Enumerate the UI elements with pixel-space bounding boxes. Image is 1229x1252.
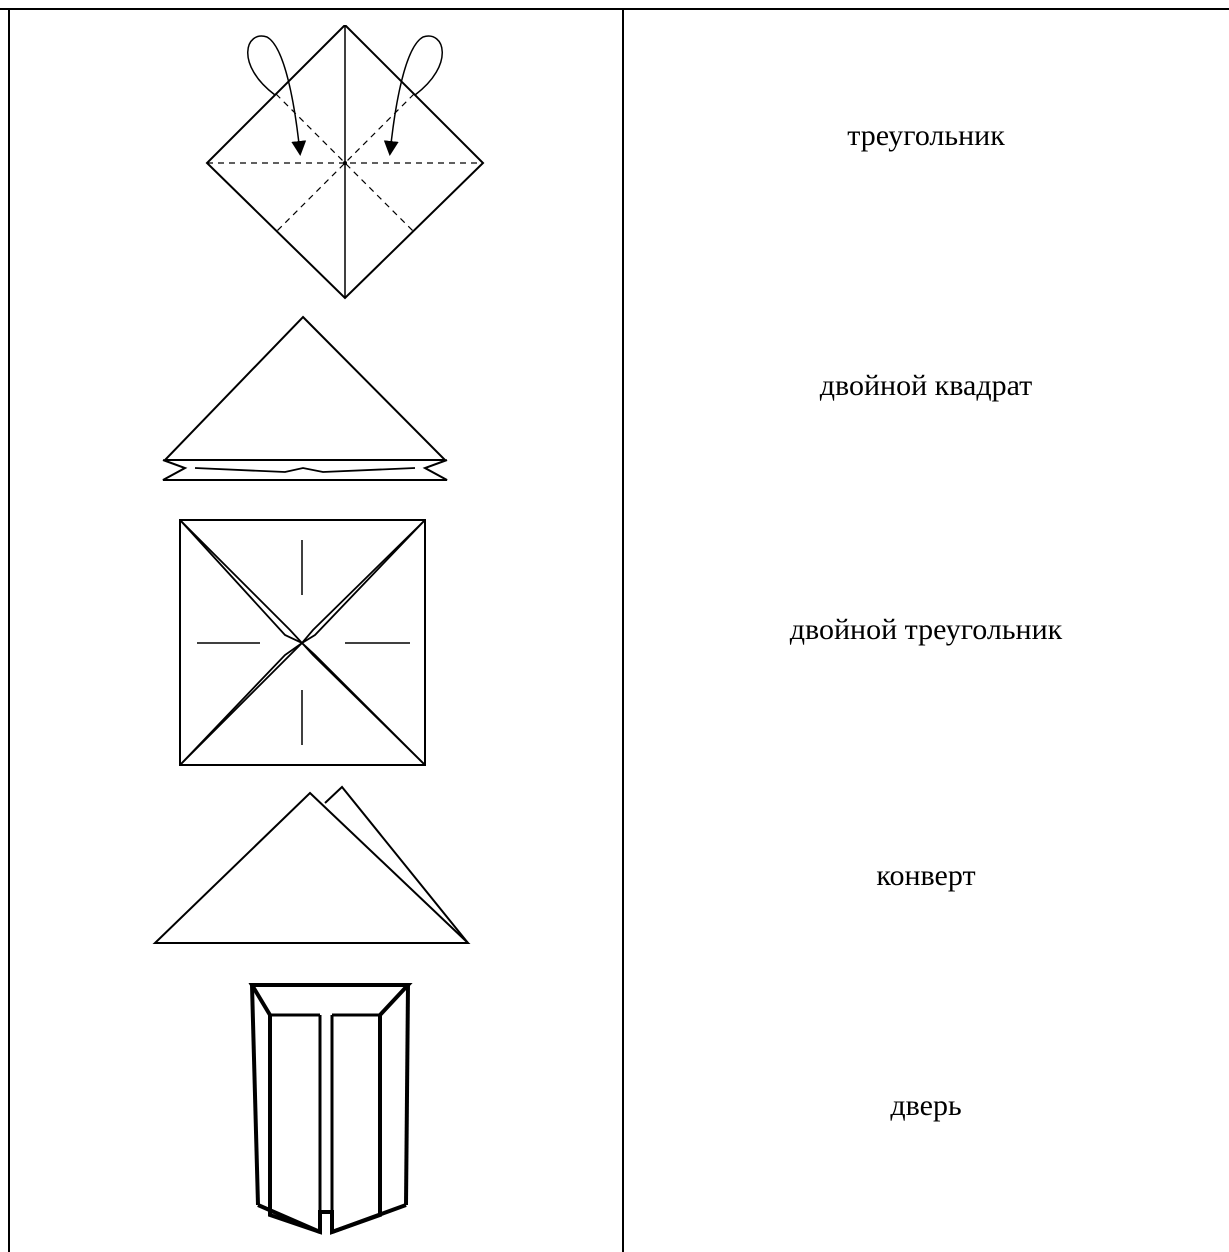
table-column-divider <box>622 8 624 1252</box>
label-triangle: треугольник <box>626 118 1226 154</box>
door-fold-diagram <box>240 970 420 1240</box>
label-envelope: конверт <box>626 858 1226 894</box>
table-top-border <box>0 8 1229 10</box>
square-x-fold-diagram <box>175 515 435 770</box>
label-double-square: двойной квадрат <box>626 368 1226 404</box>
label-double-triangle: двойной треугольник <box>626 612 1226 648</box>
label-door: дверь <box>626 1088 1226 1124</box>
table-left-border <box>8 8 10 1252</box>
square-diamond-fold-diagram <box>195 25 495 310</box>
double-square-diagram <box>155 312 455 492</box>
double-triangle-diagram <box>150 785 475 950</box>
